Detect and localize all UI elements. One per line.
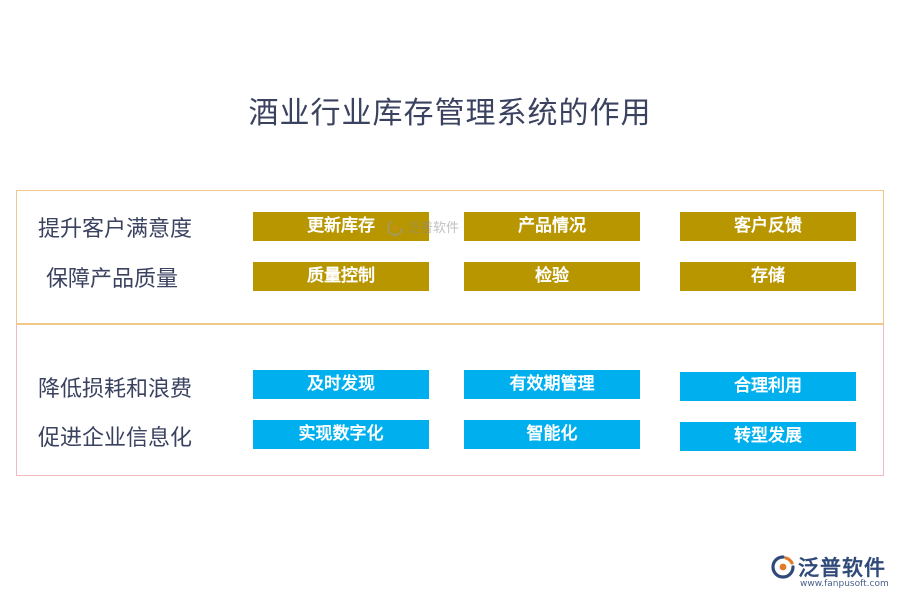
item-box-update-inventory: 更新库存 [253, 212, 429, 241]
item-box-storage: 存储 [680, 262, 856, 291]
fanpu-logo-icon [771, 555, 795, 579]
item-box-rational-use: 合理利用 [680, 372, 856, 401]
item-box-product-status: 产品情况 [464, 212, 640, 241]
brand-url: www.fanpusoft.com [800, 579, 889, 589]
item-box-transformation: 转型发展 [680, 422, 856, 451]
item-box-quality-control: 质量控制 [253, 262, 429, 291]
item-box-timely-detection: 及时发现 [253, 370, 429, 399]
row-label-reduce-waste: 降低损耗和浪费 [38, 377, 193, 402]
item-box-intelligence: 智能化 [464, 420, 640, 449]
item-box-digitalization: 实现数字化 [253, 420, 429, 449]
brand-name: 泛普软件 [798, 556, 886, 580]
row-label-informatization: 促进企业信息化 [38, 426, 193, 451]
item-box-inspection: 检验 [464, 262, 640, 291]
page-title: 酒业行业库存管理系统的作用 [248, 96, 652, 131]
watermark-text: 泛普软件 [407, 220, 460, 236]
row-label-product-quality: 保障产品质量 [46, 267, 179, 292]
item-box-customer-feedback: 客户反馈 [680, 212, 856, 241]
row-label-customer-satisfaction: 提升客户满意度 [38, 217, 193, 242]
watermark-logo-icon [386, 219, 404, 237]
watermark: 泛普软件 [386, 216, 459, 240]
brand-logo: 泛普软件 www.fanpusoft.com [770, 552, 892, 592]
item-box-expiry-management: 有效期管理 [464, 370, 640, 399]
